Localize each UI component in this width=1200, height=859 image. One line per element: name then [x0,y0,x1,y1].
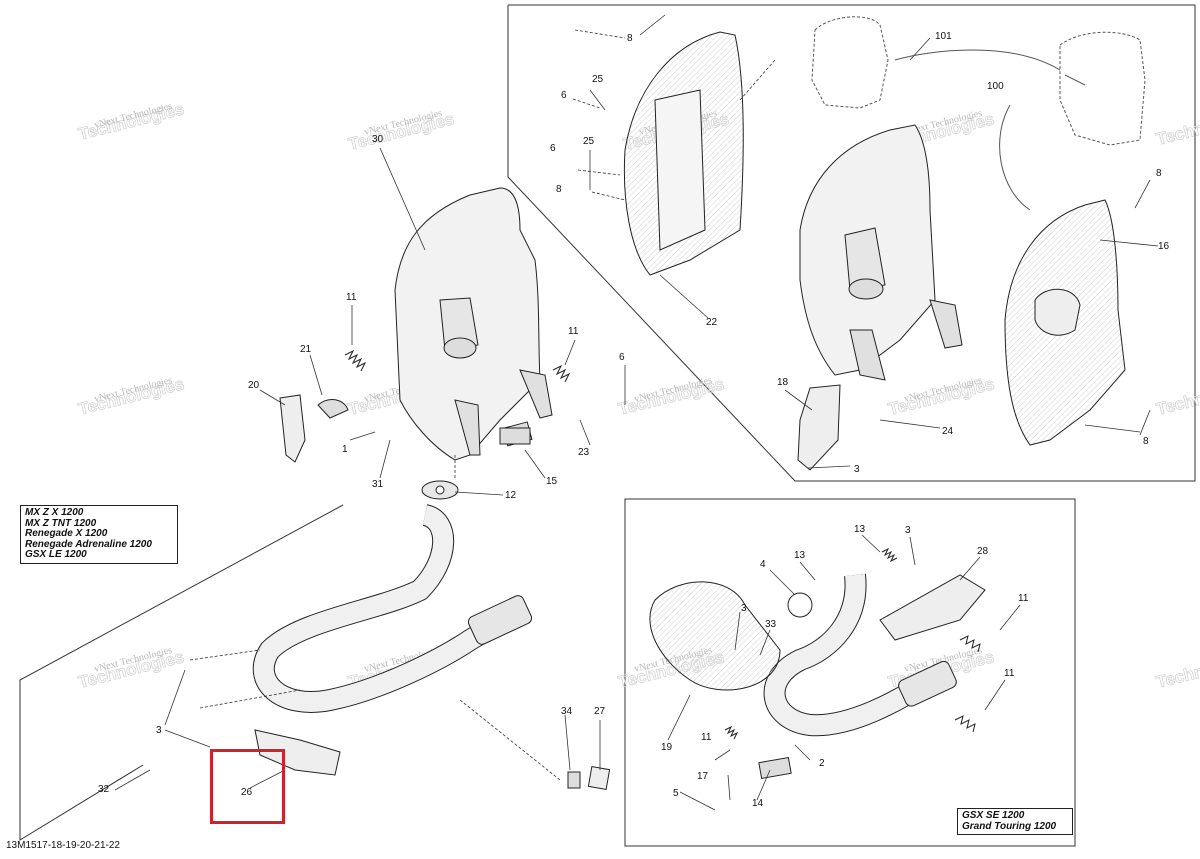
part-label-2: 2 [819,758,825,769]
part-label-33: 33 [765,619,777,630]
part-label-18: 18 [777,377,789,388]
part-label-24: 24 [942,426,954,437]
part-label-8: 8 [1143,436,1149,447]
svg-text:Technologies: Technologies [1154,374,1200,419]
heat-shield-100 [1059,31,1146,146]
part-number-labels: 8 101 100 25 6 25 6 8 30 8 16 22 11 21 1… [98,31,1170,809]
part-label-6: 6 [550,143,556,154]
part-label-4: 4 [760,559,766,570]
part-label-21: 21 [300,344,312,355]
part-label-3: 3 [905,525,911,536]
part-label-11: 11 [1018,593,1029,604]
model-name: MX Z TNT 1200 [25,517,97,529]
part-label-11: 11 [346,292,357,303]
region-frames [19,4,1196,847]
part-label-31: 31 [372,479,384,490]
model-name: Renegade X 1200 [25,528,108,539]
part-label-100: 100 [987,81,1004,92]
model-name: Grand Touring 1200 [962,820,1057,832]
model-name: GSX SE 1200 [962,810,1025,821]
pad-27 [587,766,611,790]
part-label-12: 12 [505,490,517,501]
svg-text:Technologies: Technologies [1154,104,1200,149]
part-label-6: 6 [561,90,567,101]
model-list-right: GSX SE 1200 Grand Touring 1200 [957,808,1073,835]
model-name: GSX LE 1200 [25,549,87,560]
part-label-3: 3 [741,603,747,614]
bracket-14 [758,756,792,780]
part-label-8: 8 [556,184,562,195]
part-label-11: 11 [1004,668,1015,679]
part-label-26: 26 [241,787,253,798]
catalyst-right [898,660,957,707]
part-label-1: 1 [342,444,348,455]
part-label-14: 14 [752,798,764,809]
part-label-13: 13 [794,550,806,561]
model-list-left: MX Z X 1200 MX Z TNT 1200 Renegade X 120… [20,505,178,564]
part-label-17: 17 [697,771,709,782]
bracket-18 [797,384,841,471]
clamp-4 [787,592,813,618]
bracket-21 [317,399,349,419]
damper-34 [567,771,581,789]
heat-shield-101 [811,16,889,109]
part-label-6: 6 [619,352,625,363]
part-label-32: 32 [98,784,110,795]
leader-lines [114,14,1159,811]
part-label-30: 30 [372,134,384,145]
model-name: MX Z X 1200 [25,507,84,518]
bracket-20 [279,394,306,463]
part-label-25: 25 [583,136,595,147]
svg-text:Technologies: Technologies [1154,647,1200,692]
part-drawings [252,16,1146,790]
part-label-13: 13 [854,524,866,535]
heat-shield-28 [879,574,986,641]
bracket-15 [499,427,531,445]
part-label-28: 28 [977,546,989,557]
part-label-3: 3 [854,464,860,475]
part-label-34: 34 [561,706,573,717]
part-label-27: 27 [594,706,606,717]
part-label-23: 23 [578,447,590,458]
part-label-11: 11 [568,326,579,337]
part-label-16: 16 [1158,241,1170,252]
diagram-code: 13M1517-18-19-20-21-22 [6,840,120,851]
part-label-25: 25 [592,74,604,85]
springs [344,349,981,740]
part-label-22: 22 [706,317,718,328]
part-label-8: 8 [627,33,633,44]
part-label-15: 15 [546,476,558,487]
bracket-26 [254,729,341,776]
part-label-8: 8 [1156,168,1162,179]
highlight-box-part-26 [210,749,285,824]
part-label-20: 20 [248,380,260,391]
heat-shield-19 [649,581,781,691]
part-label-11: 11 [701,732,712,743]
part-label-101: 101 [935,31,952,42]
catalyst-left [467,595,533,645]
part-label-3: 3 [156,725,162,736]
part-label-5: 5 [673,788,679,799]
model-name: Renegade Adrenaline 1200 [25,538,152,550]
part-label-19: 19 [661,742,673,753]
